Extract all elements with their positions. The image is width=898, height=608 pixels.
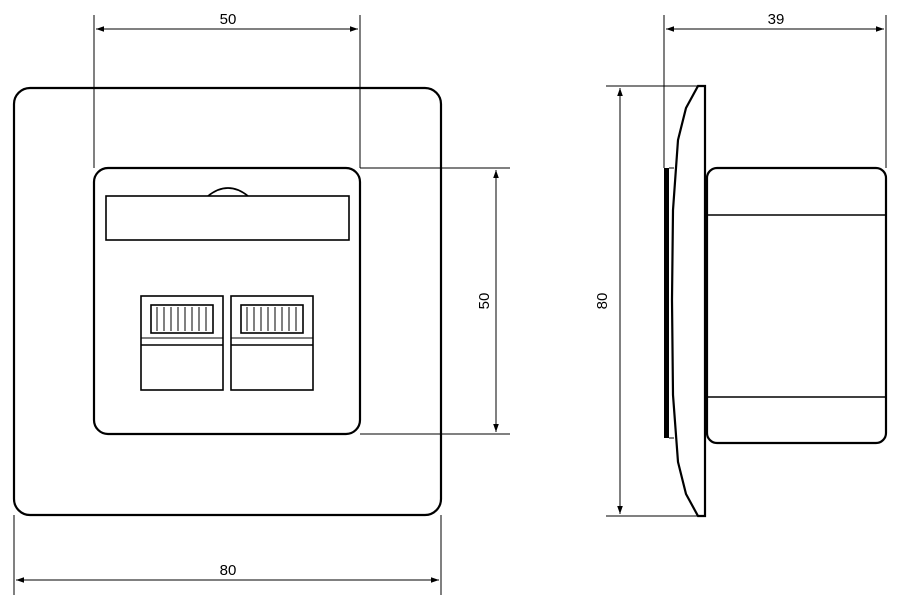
side-view: 80 39 [594,11,888,518]
rj45-port-right [230,295,314,391]
dim-label-front-inner-width: 50 [220,11,237,28]
dim-side-depth: 39 [663,11,887,168]
side-cover-profile [670,84,707,518]
label-strip [105,195,350,241]
dim-side-height: 80 [594,85,705,517]
dim-label-front-inner-height: 50 [476,293,493,310]
dim-label-side-depth: 39 [768,11,785,28]
side-mount-plate [664,168,669,438]
dim-front-inner-width: 50 [93,11,361,168]
dim-front-inner-height: 50 [360,167,510,435]
side-body [705,166,888,445]
dim-front-outer-width: 80 [13,515,442,595]
dim-label-front-outer-width: 80 [220,562,237,579]
plate-tab [207,187,249,197]
rj45-port-left [140,295,224,391]
dim-label-side-height: 80 [594,293,611,310]
front-view: 50 50 80 [12,11,510,595]
